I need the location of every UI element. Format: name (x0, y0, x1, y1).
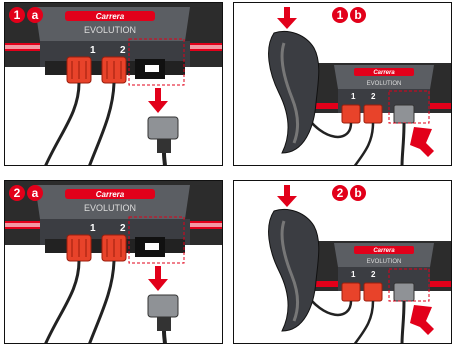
panel-step-1a: Carrera EVOLUTION 1 2 (4, 2, 223, 166)
evolution-text: EVOLUTION (84, 25, 136, 35)
step-letter: a (27, 7, 43, 23)
port-1-label: 1 (90, 45, 96, 56)
red-plug-1 (342, 105, 360, 123)
port-1-label: 1 (351, 92, 356, 101)
port-2-label: 2 (371, 270, 376, 279)
evolution-text: EVOLUTION (367, 81, 402, 87)
step-badge-2a: 2 a (9, 185, 43, 201)
port-2-label: 2 (120, 223, 126, 234)
step-badge-1b: 1 b (332, 7, 366, 23)
port-1-label: 1 (90, 223, 96, 234)
step-badge-1a: 1 a (9, 7, 43, 23)
step-number: 1 (9, 7, 25, 23)
gray-plug (394, 105, 414, 123)
logo-text: Carrera (96, 12, 125, 21)
step-letter: b (350, 7, 366, 23)
evolution-text: EVOLUTION (367, 259, 402, 265)
logo-text: Carrera (96, 190, 125, 199)
logo-text: Carrera (373, 248, 395, 254)
red-plug-1 (342, 283, 360, 301)
gray-plug (394, 283, 414, 301)
red-plug-2 (364, 283, 382, 301)
red-plug-2 (102, 235, 126, 261)
gray-plug (148, 295, 178, 344)
diagram-1a: Carrera EVOLUTION 1 2 (5, 3, 223, 166)
evolution-text: EVOLUTION (84, 203, 136, 213)
panel-step-2a: Carrera EVOLUTION 1 2 2 a (4, 180, 223, 344)
step-number: 1 (332, 7, 348, 23)
step-number: 2 (332, 185, 348, 201)
red-plug-2 (102, 57, 126, 83)
panel-step-1b: Carrera EVOLUTION 1 2 1 b (233, 2, 452, 166)
diagram-2b: Carrera EVOLUTION 1 2 (234, 181, 452, 344)
port-2-label: 2 (371, 92, 376, 101)
red-plug-2 (364, 105, 382, 123)
diagram-1b: Carrera EVOLUTION 1 2 (234, 3, 452, 166)
step-badge-2b: 2 b (332, 185, 366, 201)
port-1-label: 1 (351, 270, 356, 279)
diagram-2a: Carrera EVOLUTION 1 2 (5, 181, 223, 344)
step-number: 2 (9, 185, 25, 201)
red-plug-1 (67, 235, 91, 261)
gray-plug (148, 117, 178, 166)
panel-step-2b: Carrera EVOLUTION 1 2 2 b (233, 180, 452, 344)
logo-text: Carrera (373, 70, 395, 76)
step-letter: b (350, 185, 366, 201)
step-letter: a (27, 185, 43, 201)
red-plug-1 (67, 57, 91, 83)
port-2-label: 2 (120, 45, 126, 56)
